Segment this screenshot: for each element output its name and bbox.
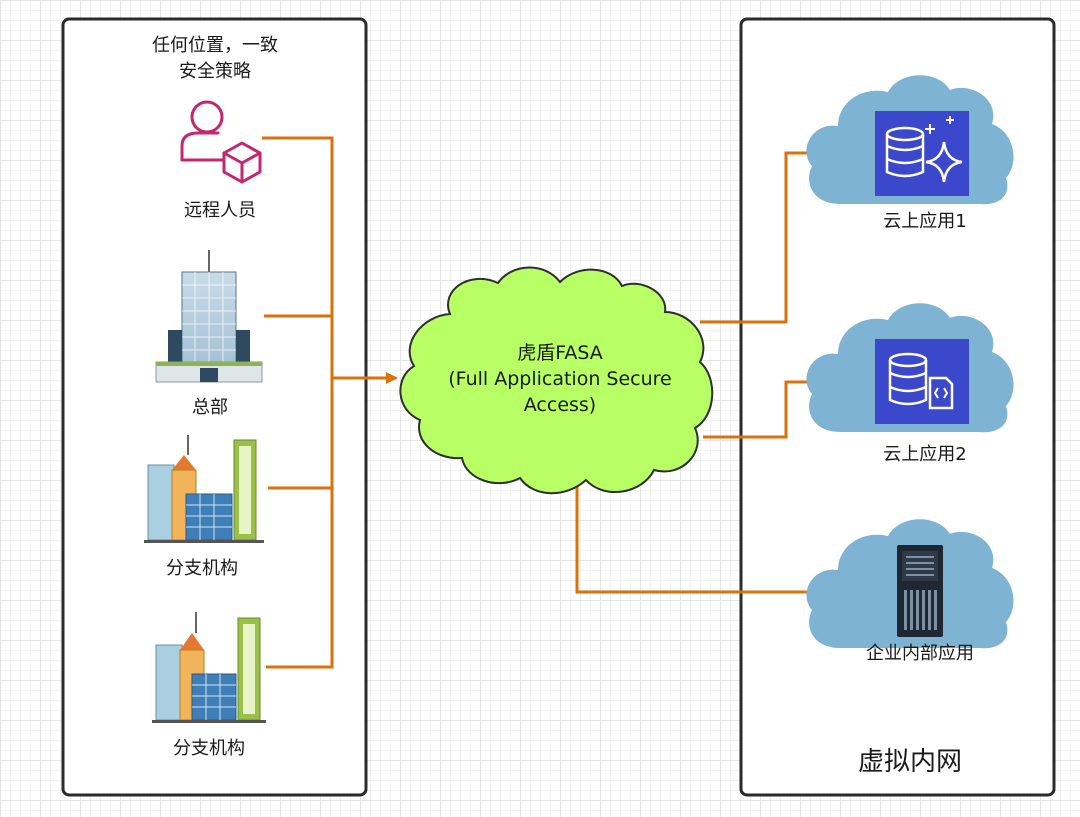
branch-office-buildings-icon [152,612,266,723]
fasa-cloud [399,266,714,495]
server-rack-icon [897,545,943,637]
fasa-fullname-line2: Access) [523,394,597,416]
right-panel-title: 虚拟内网 [857,747,962,777]
left-panel-title-line2: 安全策略 [179,61,251,82]
remote-user-icon [180,100,262,184]
target-label-internal-app: 企业内部应用 [866,643,974,664]
target-label-app2: 云上应用2 [883,444,967,465]
target-label-app1: 云上应用1 [883,211,967,232]
left-panel-title-line1: 任何位置，一致 [152,35,278,56]
source-label-headquarters: 总部 [192,397,228,418]
fasa-fullname-line1: (Full Application Secure [448,368,672,390]
database-code-icon [875,339,969,424]
left-panel [61,17,368,797]
database-sparkle-icon [875,111,969,196]
source-label-remote-user: 远程人员 [184,200,256,221]
fasa-name: 虎盾FASA [517,342,603,364]
source-connectors [262,136,398,669]
source-label-branch-2: 分支机构 [173,738,245,759]
source-label-branch-1: 分支机构 [166,558,238,579]
headquarters-building-icon [155,250,263,383]
branch-office-buildings-icon [144,435,264,543]
